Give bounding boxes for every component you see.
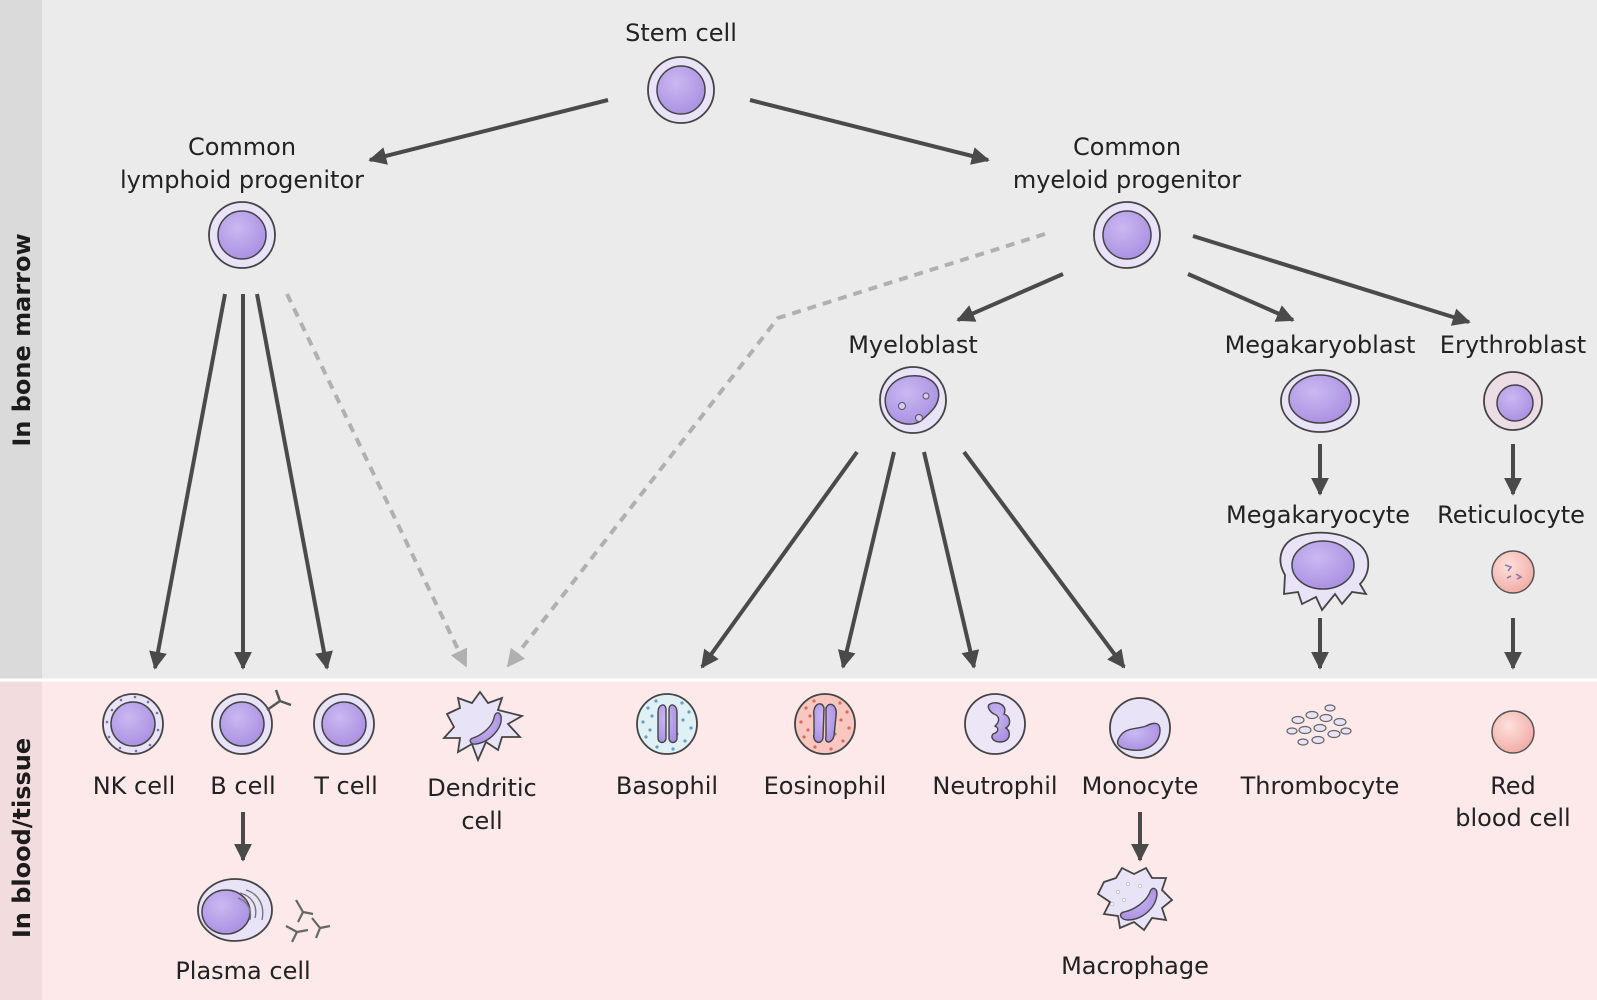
t-cell-icon bbox=[313, 693, 375, 755]
arrow-stem-to-clp bbox=[368, 98, 609, 165]
dendritic-cell-icon bbox=[441, 690, 525, 763]
nk-cell-icon bbox=[102, 693, 164, 755]
arrow-cmp-to-dendritic bbox=[506, 232, 1046, 668]
arrow-clp-to-dendritic bbox=[285, 293, 468, 668]
blood-tissue-side-bar bbox=[0, 680, 42, 1000]
arrow-myeloblast-to-eosinophil bbox=[837, 451, 896, 669]
megakaryoblast-label: Megakaryoblast bbox=[1225, 331, 1416, 359]
b-cell-label: B cell bbox=[210, 772, 275, 800]
nk-cell-label: NK cell bbox=[93, 772, 176, 800]
eosinophil-label: Eosinophil bbox=[764, 772, 887, 800]
red-blood-cell-icon bbox=[1491, 710, 1535, 754]
bone-marrow-side-bar bbox=[0, 0, 42, 680]
thrombocyte-label: Thrombocyte bbox=[1240, 772, 1400, 800]
neutrophil-icon bbox=[964, 693, 1026, 755]
cmp-label-line2: myeloid progenitor bbox=[1013, 166, 1241, 194]
plasma-cell-icon bbox=[197, 878, 331, 943]
thrombocyte-icon bbox=[1286, 704, 1352, 746]
monocyte-label: Monocyte bbox=[1082, 772, 1199, 800]
myeloblast-label: Myeloblast bbox=[848, 331, 978, 359]
monocyte-icon bbox=[1109, 697, 1171, 759]
reticulocyte-cell-icon bbox=[1491, 550, 1535, 594]
erythroblast-label: Erythroblast bbox=[1440, 331, 1586, 359]
megakaryocyte-label: Megakaryocyte bbox=[1226, 501, 1410, 529]
dendritic-cell-label-line1: Dendritic bbox=[427, 774, 537, 802]
rbc-label-line2: blood cell bbox=[1455, 804, 1570, 832]
basophil-icon bbox=[636, 693, 698, 755]
t-cell-label: T cell bbox=[313, 772, 378, 800]
eosinophil-icon bbox=[794, 693, 856, 755]
arrow-clp-to-t bbox=[255, 293, 333, 670]
rbc-label-line1: Red bbox=[1490, 772, 1536, 800]
cmp-label-line1: Common bbox=[1073, 133, 1181, 161]
blood-tissue-label: In blood/tissue bbox=[8, 738, 36, 938]
clp-label-line2: lymphoid progenitor bbox=[120, 166, 364, 194]
arrow-myeloblast-to-monocyte bbox=[962, 450, 1126, 669]
cmp-cell-icon bbox=[1093, 201, 1161, 269]
neutrophil-label: Neutrophil bbox=[932, 772, 1057, 800]
macrophage-icon bbox=[1096, 866, 1174, 932]
myeloblast-cell-icon bbox=[879, 366, 947, 434]
arrow-cmp-to-myeloblast bbox=[956, 272, 1064, 322]
b-cell-icon bbox=[211, 689, 292, 755]
plasma-cell-label: Plasma cell bbox=[175, 957, 310, 985]
labels: Stem cell Common lymphoid progenitor Com… bbox=[93, 19, 1587, 985]
basophil-label: Basophil bbox=[616, 772, 718, 800]
reticulocyte-label: Reticulocyte bbox=[1437, 501, 1585, 529]
arrow-clp-to-nk bbox=[149, 293, 227, 670]
megakaryocyte-cell-icon bbox=[1279, 531, 1370, 612]
erythroblast-cell-icon bbox=[1483, 371, 1543, 431]
arrow-cmp-to-megakaryoblast bbox=[1187, 272, 1295, 322]
arrow-cmp-to-erythroblast bbox=[1192, 234, 1471, 326]
dendritic-cell-label-line2: cell bbox=[461, 807, 502, 835]
stem-cell-icon bbox=[647, 56, 715, 124]
arrows bbox=[149, 98, 1522, 862]
clp-cell-icon bbox=[208, 201, 276, 269]
arrow-stem-to-cmp bbox=[749, 98, 990, 165]
macrophage-label: Macrophage bbox=[1061, 952, 1209, 980]
megakaryoblast-cell-icon bbox=[1280, 369, 1360, 433]
bone-marrow-label: In bone marrow bbox=[8, 233, 36, 446]
clp-label-line1: Common bbox=[188, 133, 296, 161]
stem-cell-label: Stem cell bbox=[625, 19, 737, 47]
arrow-myeloblast-to-neutrophil bbox=[922, 451, 980, 669]
arrow-myeloblast-to-basophil bbox=[700, 450, 859, 669]
